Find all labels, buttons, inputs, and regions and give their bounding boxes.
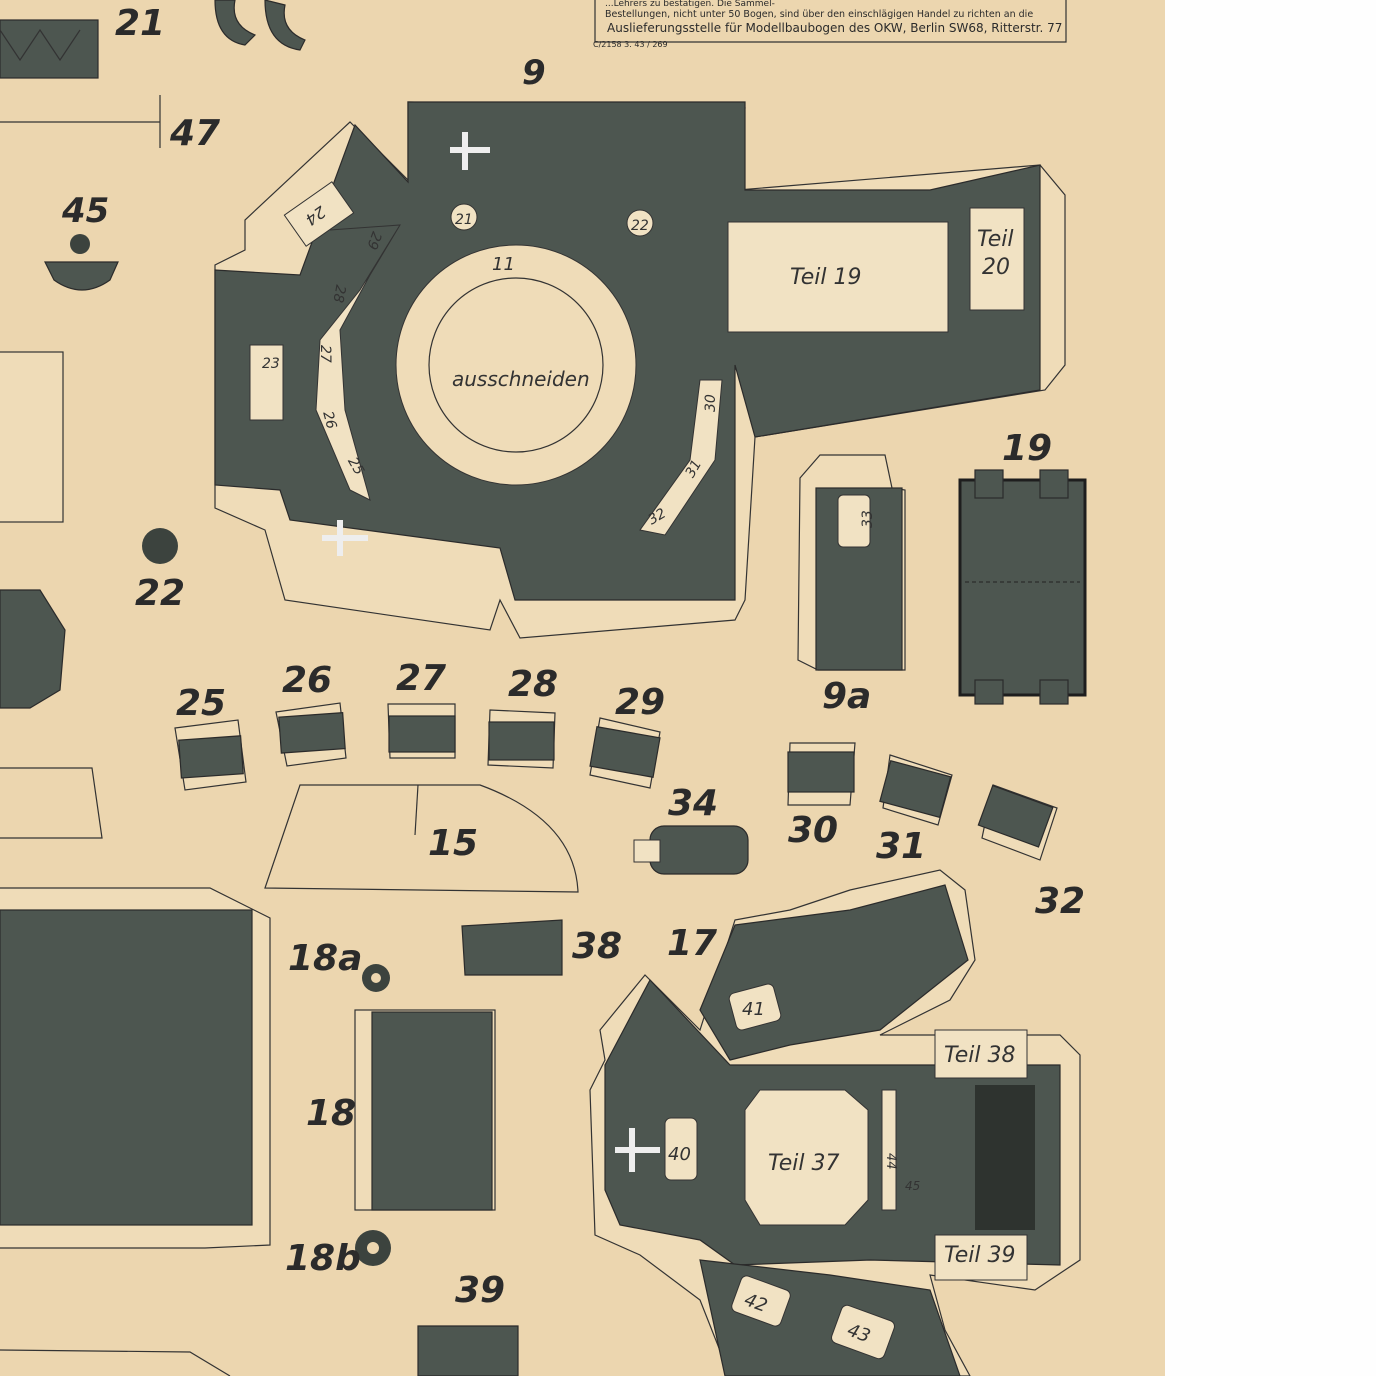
- order-info-box: ...Lehrers zu bestätigen. Die Sammel- Be…: [593, 0, 1067, 49]
- label-teil-37: Teil 37: [768, 1151, 839, 1176]
- part-39: [417, 1325, 519, 1376]
- label-27: 27: [317, 345, 333, 363]
- label-18: 18: [306, 1093, 356, 1134]
- label-26: 26: [282, 660, 332, 701]
- left-outline: [0, 767, 103, 839]
- part-22-disc: [142, 528, 178, 564]
- label-15: 15: [428, 823, 478, 864]
- label-18a: 18a: [288, 938, 362, 979]
- label-teil-20a: Teil: [977, 227, 1013, 252]
- label-9a: 9a: [822, 676, 871, 717]
- label-teil-39: Teil 39: [944, 1243, 1015, 1268]
- label-30: 30: [788, 810, 838, 851]
- part-38: [461, 919, 563, 976]
- left-panel: [0, 351, 64, 523]
- left-fragment: [0, 589, 66, 709]
- label-19: 19: [1002, 428, 1052, 469]
- label-teil-20b: 20: [982, 255, 1010, 280]
- label-22-inner: 22: [631, 218, 649, 234]
- part-21-fragment: [0, 19, 99, 79]
- part-34: [633, 825, 749, 875]
- part-17: 41 Teil 38 40 Teil 37 44 45 Teil 39 42 4…: [589, 869, 1081, 1376]
- label-25: 25: [176, 683, 226, 724]
- label-21-inner: 21: [455, 212, 473, 228]
- part-18: [354, 1009, 496, 1211]
- part-9a: 33: [797, 454, 906, 671]
- label-28: 28: [329, 284, 348, 304]
- label-45: 45: [61, 191, 109, 231]
- label-22: 22: [135, 573, 185, 614]
- label-47: 47: [169, 113, 220, 154]
- label-18b: 18b: [285, 1238, 361, 1279]
- part-45-knob: [70, 234, 90, 254]
- label-26: 26: [319, 409, 339, 430]
- label-31: 31: [876, 826, 926, 867]
- label-11: 11: [492, 254, 515, 275]
- label-21: 21: [115, 3, 165, 44]
- label-29: 29: [615, 682, 665, 723]
- header-line0: ...Lehrers zu bestätigen. Die Sammel-: [605, 0, 775, 9]
- label-28: 28: [508, 664, 558, 705]
- label-teil-19: Teil 19: [790, 265, 861, 290]
- label-39: 39: [455, 1270, 505, 1311]
- header-line1: Bestellungen, nicht unter 50 Bogen, sind…: [605, 9, 1033, 20]
- label-29: 29: [363, 229, 384, 251]
- label-17: 17: [667, 923, 717, 964]
- header-line2: Auslieferungsstelle für Modellbaubogen d…: [607, 21, 1062, 35]
- label-teil-38: Teil 38: [944, 1043, 1015, 1068]
- part-45-gear: [44, 261, 119, 291]
- part-47-rod: [0, 95, 161, 148]
- label-32: 32: [1035, 881, 1085, 922]
- label-45-inner: 45: [905, 1179, 920, 1193]
- label-38: 38: [572, 926, 622, 967]
- label-31: 31: [682, 457, 705, 480]
- part-19: [958, 469, 1087, 705]
- label-23: 23: [262, 356, 280, 372]
- part-9-turret: 9 Teil 19 Teil 20 ausschneiden 11 21 22 …: [214, 53, 1066, 639]
- label-ausschneiden: ausschneiden: [452, 367, 590, 391]
- label-27: 27: [396, 658, 446, 699]
- print-code: C/2158 3. 43 / 269: [593, 40, 668, 49]
- part-15: [264, 784, 579, 893]
- label-9: 9: [522, 53, 546, 93]
- label-32-inner: 32: [645, 505, 669, 528]
- label-25: 25: [344, 455, 367, 479]
- part-hook-1: [214, 0, 257, 46]
- small-parts: [174, 702, 1058, 861]
- label-34: 34: [668, 783, 718, 824]
- label-44: 44: [883, 1153, 898, 1170]
- label-40: 40: [668, 1144, 691, 1165]
- part-large-panel: [0, 887, 271, 1249]
- label-30: 30: [703, 394, 719, 412]
- part-hook-2: [264, 0, 306, 51]
- part-labels: 21 47 45 22 25 26 27 28 29 9a 19 15 34 3…: [61, 3, 1085, 1311]
- label-41: 41: [742, 999, 765, 1020]
- label-33: 33: [860, 510, 876, 528]
